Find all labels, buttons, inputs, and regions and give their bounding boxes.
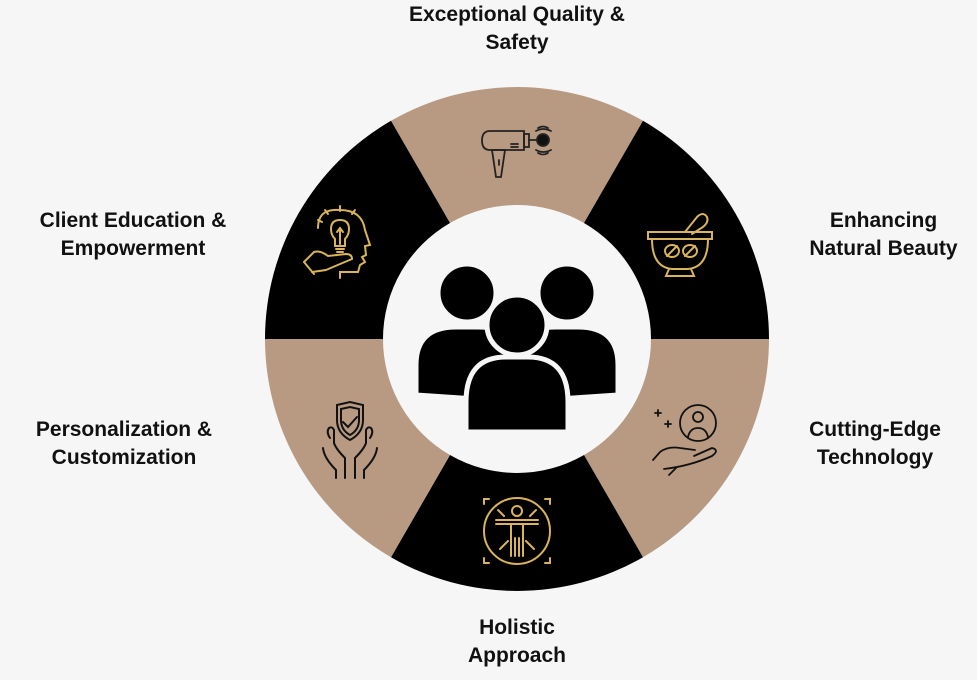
label-line: Technology — [816, 446, 934, 469]
segment-client-education — [265, 120, 450, 339]
hand-user-sparkle-icon — [652, 404, 717, 476]
label-line: Cutting-Edge — [809, 418, 941, 441]
vitruvian-man-icon — [483, 497, 551, 565]
label-line: Personalization & — [35, 418, 213, 441]
label-line: Client Education & — [39, 209, 227, 232]
label-quality-safety: Exceptional Quality & Safety — [367, 1, 667, 57]
label-line: Holistic — [479, 616, 555, 639]
mortar-pestle-icon — [647, 213, 713, 277]
label-line: Safety — [485, 31, 549, 54]
label-personalization: Personalization & Customization — [14, 416, 234, 472]
head-lightbulb-hand-icon — [303, 205, 372, 279]
segment-holistic — [391, 455, 643, 591]
people-group-icon — [413, 261, 621, 435]
label-line: Exceptional Quality & — [409, 3, 625, 26]
label-line: Enhancing — [829, 209, 938, 232]
label-line: Empowerment — [60, 237, 206, 260]
label-line: Approach — [467, 644, 566, 667]
segment-personalization — [265, 339, 450, 558]
segment-natural-beauty — [584, 120, 769, 339]
label-natural-beauty: Enhancing Natural Beauty — [790, 207, 977, 263]
label-line: Natural Beauty — [809, 237, 958, 260]
massage-gun-icon — [481, 125, 552, 178]
label-holistic: Holistic Approach — [417, 614, 617, 670]
segment-quality-safety — [391, 87, 643, 223]
label-cutting-edge: Cutting-Edge Technology — [790, 416, 960, 472]
label-client-education: Client Education & Empowerment — [20, 207, 246, 263]
label-line: Customization — [51, 446, 197, 469]
hands-shield-check-icon — [322, 400, 378, 479]
